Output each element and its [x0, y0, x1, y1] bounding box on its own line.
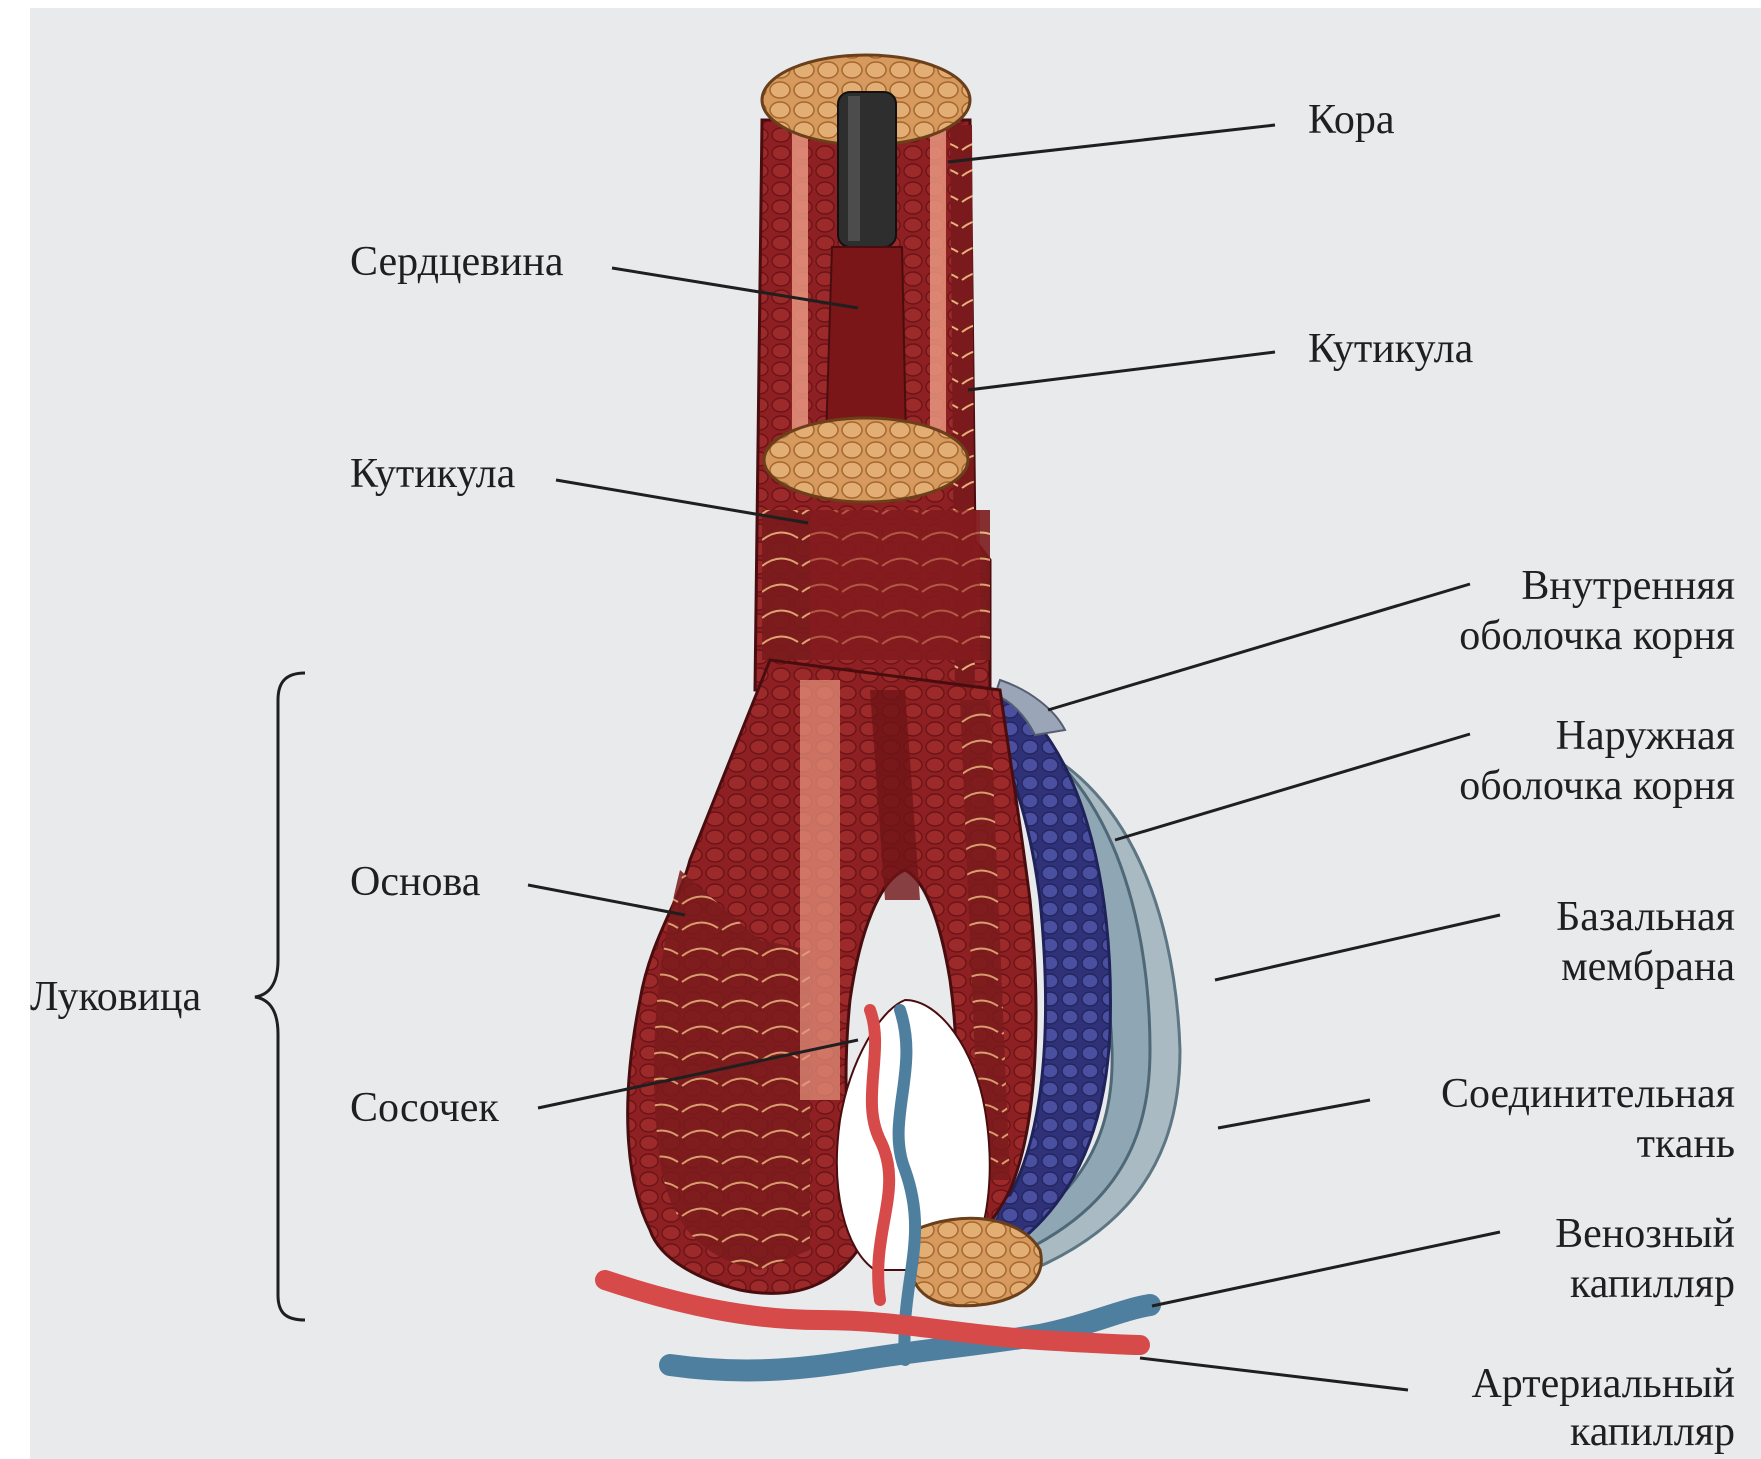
leader-outer-sheath	[1115, 734, 1470, 840]
label-inner-sheath-line2: оболочка корня	[1459, 612, 1735, 660]
label-osnova: Основа	[350, 858, 480, 906]
label-kutikula-left: Кутикула	[350, 450, 515, 498]
label-outer-sheath-line2: оболочка корня	[1459, 762, 1735, 810]
label-arterial-line1: Артериальный	[1471, 1360, 1735, 1408]
leader-kora	[948, 125, 1275, 162]
leader-basal	[1215, 915, 1500, 980]
label-outer-sheath-line1: Наружная	[1556, 712, 1735, 760]
leader-kutikula-right	[968, 352, 1275, 390]
label-arterial-line2: капилляр	[1570, 1408, 1735, 1456]
label-connective-line2: ткань	[1637, 1120, 1735, 1168]
bulb-brace	[255, 673, 305, 1320]
label-connective-line1: Соединительная	[1441, 1070, 1735, 1118]
hair-shaft	[755, 55, 990, 700]
label-venous-line2: капилляр	[1570, 1260, 1735, 1308]
label-kora: Кора	[1308, 96, 1395, 144]
label-kutikula-right: Кутикула	[1308, 325, 1473, 373]
label-inner-sheath-line1: Внутренняя	[1521, 562, 1735, 610]
label-lukovitsa: Луковица	[30, 973, 201, 1021]
leader-arterial	[1140, 1358, 1408, 1390]
label-basal-line1: Базальная	[1556, 893, 1735, 941]
label-venous-line1: Венозный	[1555, 1210, 1735, 1258]
leader-inner-sheath	[1048, 584, 1470, 710]
leader-connective	[1218, 1100, 1370, 1128]
leader-osnova	[528, 885, 685, 915]
matrix-cells	[909, 1218, 1041, 1305]
label-basal-line2: мембрана	[1561, 943, 1735, 991]
arterial-capillary	[605, 1280, 1140, 1345]
label-sosochek: Сосочек	[350, 1084, 499, 1132]
leader-venous	[1152, 1232, 1500, 1306]
label-serdtsevina: Сердцевина	[350, 238, 564, 286]
